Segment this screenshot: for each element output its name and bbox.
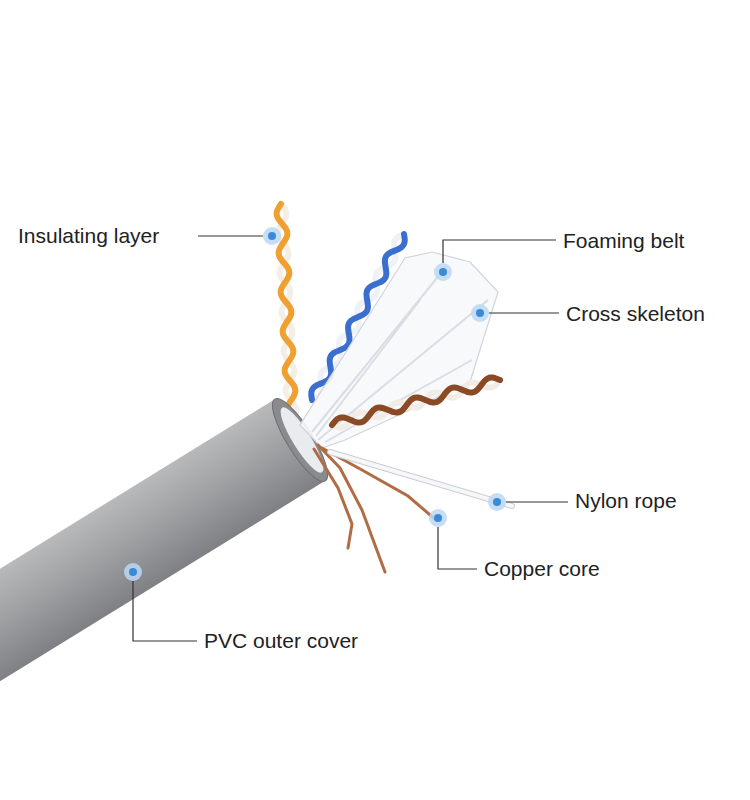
part-label: Foaming belt (563, 228, 684, 253)
callout-dot (268, 232, 276, 240)
callout-halo (124, 563, 142, 581)
callout-halo (429, 509, 447, 527)
foaming-belt (300, 252, 498, 448)
callout-dot (439, 268, 447, 276)
part-label: PVC outer cover (204, 628, 358, 653)
wire-strand (332, 377, 500, 425)
part-label: Cross skeleton (566, 301, 705, 326)
callout-dots (124, 227, 506, 581)
callout-halo (488, 493, 506, 511)
leader-line (198, 235, 263, 236)
nylon-rope (330, 452, 512, 506)
part-label: Insulating layer (18, 223, 159, 248)
callout-halo (434, 263, 452, 281)
copper-core (322, 448, 436, 520)
copper-core (314, 449, 352, 548)
front-parts (300, 252, 512, 572)
leader-line (443, 240, 556, 263)
leader-line (506, 501, 568, 502)
pvc-jacket (0, 399, 325, 703)
callout-dot (476, 309, 484, 317)
callout-halo (263, 227, 281, 245)
callout-dot (493, 498, 501, 506)
callout-dot (434, 514, 442, 522)
leader-line (133, 581, 197, 641)
part-label: Copper core (484, 556, 600, 581)
part-label: Nylon rope (575, 488, 677, 513)
callout-halo (471, 304, 489, 322)
leader-line (438, 527, 477, 569)
callout-dot (129, 568, 137, 576)
leader-line (489, 312, 559, 313)
nylon-rope-outline (330, 452, 512, 506)
